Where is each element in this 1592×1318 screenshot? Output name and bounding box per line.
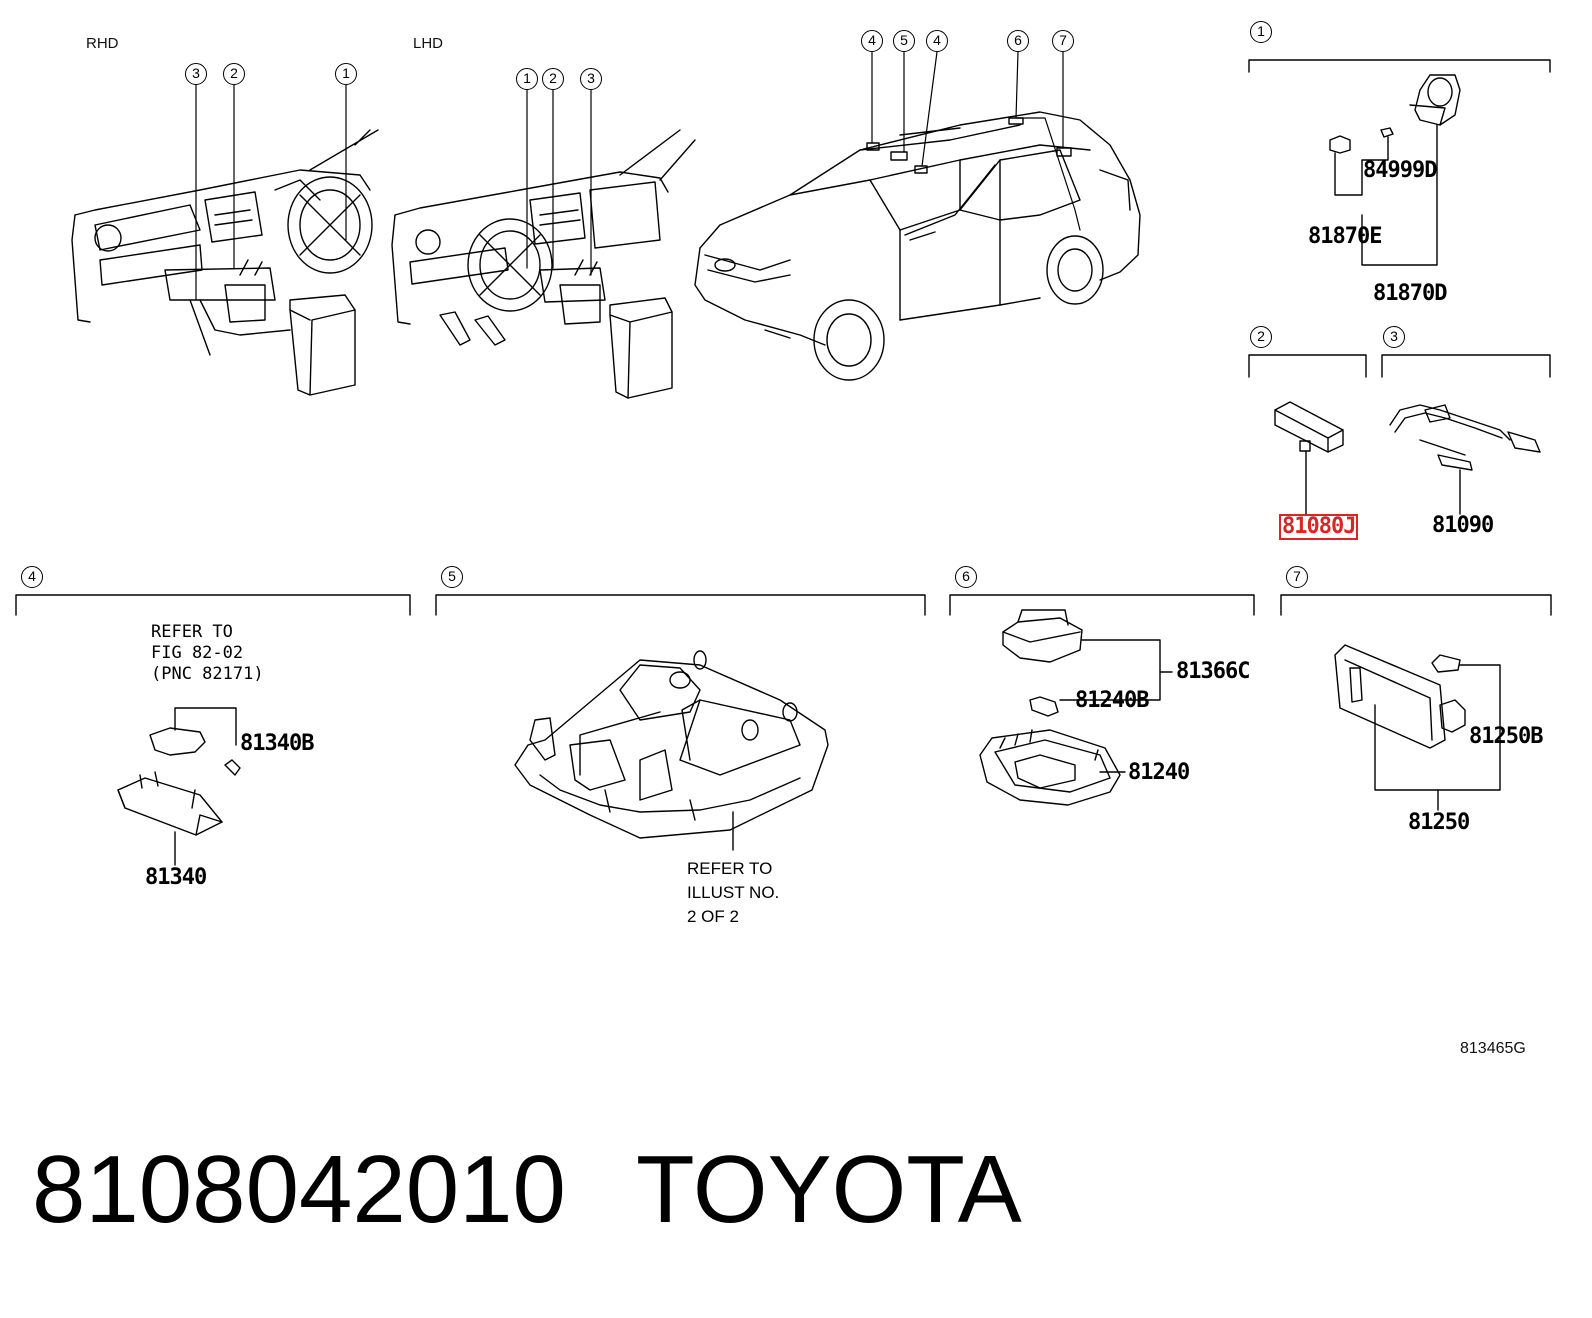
part-81240B[interactable]: 81240B — [1075, 688, 1149, 713]
panel-7-number: 7 — [1286, 566, 1308, 588]
panel-5-reference-note: REFER TO ILLUST NO. 2 OF 2 — [687, 859, 780, 926]
panel-3-bracket — [1381, 354, 1551, 378]
part-81250[interactable]: 81250 — [1408, 810, 1470, 835]
part-81240[interactable]: 81240 — [1128, 760, 1190, 785]
panel-5-part — [514, 650, 829, 851]
lhd-label: LHD — [413, 35, 444, 52]
part-81340[interactable]: 81340 — [145, 865, 207, 890]
part-84999D[interactable]: 84999D — [1363, 158, 1437, 183]
panel-4-bracket — [15, 594, 411, 616]
panel-4-reference-note: REFER TO FIG 82-02 (PNC 82171) — [151, 622, 264, 684]
part-81870D[interactable]: 81870D — [1373, 281, 1447, 306]
panel-6-bracket — [949, 594, 1255, 616]
panel-6-number: 6 — [955, 566, 977, 588]
panel-5-bracket — [435, 594, 926, 616]
rhd-dashboard-drawing — [71, 129, 379, 396]
panel-5-number: 5 — [441, 566, 463, 588]
rhd-callout-2[interactable]: 2 — [223, 63, 245, 85]
part-81090[interactable]: 81090 — [1432, 513, 1494, 538]
vehicle-callout-4a[interactable]: 4 — [861, 30, 883, 52]
panel-7-parts — [1334, 644, 1501, 811]
lhd-callout-2[interactable]: 2 — [542, 68, 564, 90]
panel-2-bracket — [1248, 354, 1367, 378]
panel-7-bracket — [1280, 594, 1552, 616]
part-81340B[interactable]: 81340B — [240, 731, 314, 756]
rhd-callout-1[interactable]: 1 — [335, 63, 357, 85]
rhd-leader-lines — [195, 83, 347, 301]
part-81080J-highlighted[interactable]: 81080J — [1279, 514, 1359, 540]
panel-1-parts — [1329, 74, 1461, 266]
vehicle-callout-6[interactable]: 6 — [1007, 30, 1029, 52]
caption-brand: TOYOTA — [636, 1136, 1022, 1243]
rhd-label: RHD — [86, 35, 119, 52]
lhd-leader-lines — [526, 83, 592, 276]
panel-1-bracket — [1248, 59, 1551, 73]
panel-2-number: 2 — [1250, 326, 1272, 348]
lhd-callout-1[interactable]: 1 — [516, 68, 538, 90]
illustration-code: 813465G — [1460, 1040, 1526, 1057]
part-81870E[interactable]: 81870E — [1308, 224, 1382, 249]
panel-6-parts — [979, 609, 1173, 806]
vehicle-leader-lines — [871, 51, 1081, 231]
lhd-callout-3[interactable]: 3 — [580, 68, 602, 90]
caption-part-number: 8108042010 — [32, 1136, 566, 1243]
vehicle-callout-4b[interactable]: 4 — [926, 30, 948, 52]
panel-4-parts — [117, 707, 241, 866]
part-81366C[interactable]: 81366C — [1176, 659, 1250, 684]
lhd-dashboard-drawing — [391, 129, 696, 399]
vehicle-drawing — [694, 111, 1141, 381]
panel-4-number: 4 — [21, 566, 43, 588]
panel-3-part — [1389, 404, 1541, 515]
rhd-callout-3[interactable]: 3 — [185, 63, 207, 85]
panel-1-number: 1 — [1250, 21, 1272, 43]
part-81250B[interactable]: 81250B — [1469, 724, 1543, 749]
vehicle-callout-5[interactable]: 5 — [893, 30, 915, 52]
panel-3-number: 3 — [1383, 326, 1405, 348]
vehicle-callout-7[interactable]: 7 — [1052, 30, 1074, 52]
panel-2-part — [1274, 401, 1344, 515]
